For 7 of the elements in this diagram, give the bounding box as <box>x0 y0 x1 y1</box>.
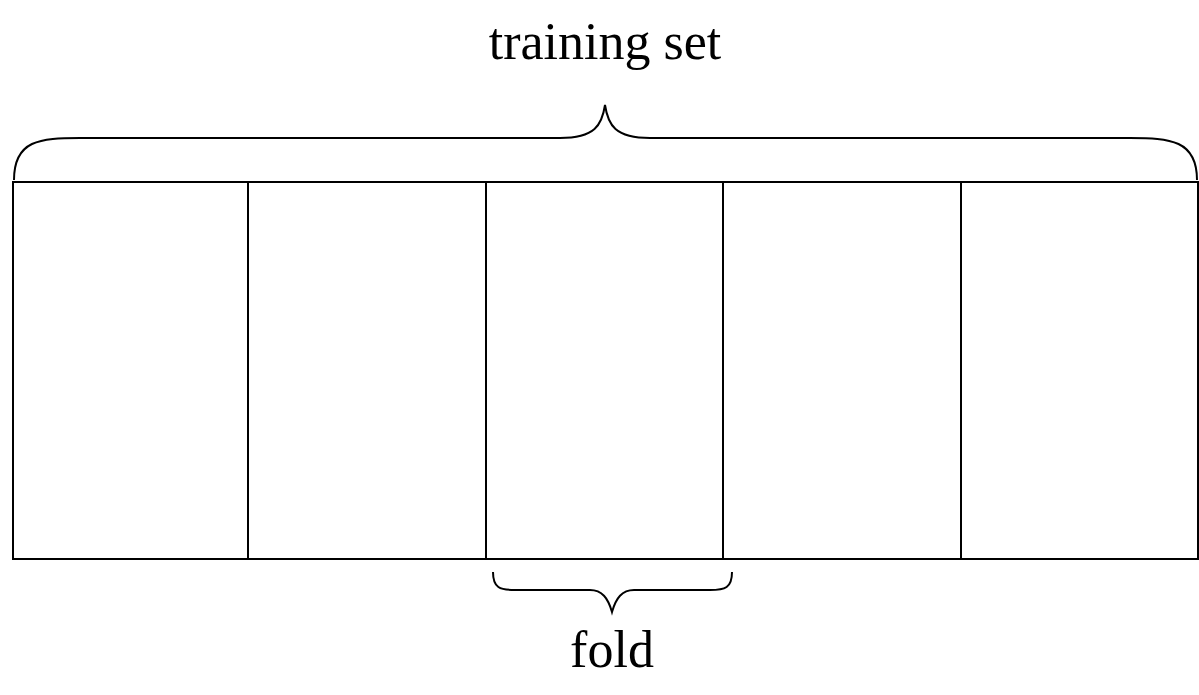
segment-box <box>722 181 962 560</box>
segment-box <box>247 181 487 560</box>
segment-box <box>959 181 1199 560</box>
segment-box <box>12 181 250 560</box>
brace-label: training set <box>488 12 722 72</box>
brace-label: fold <box>570 620 654 680</box>
segment-box <box>484 181 725 560</box>
